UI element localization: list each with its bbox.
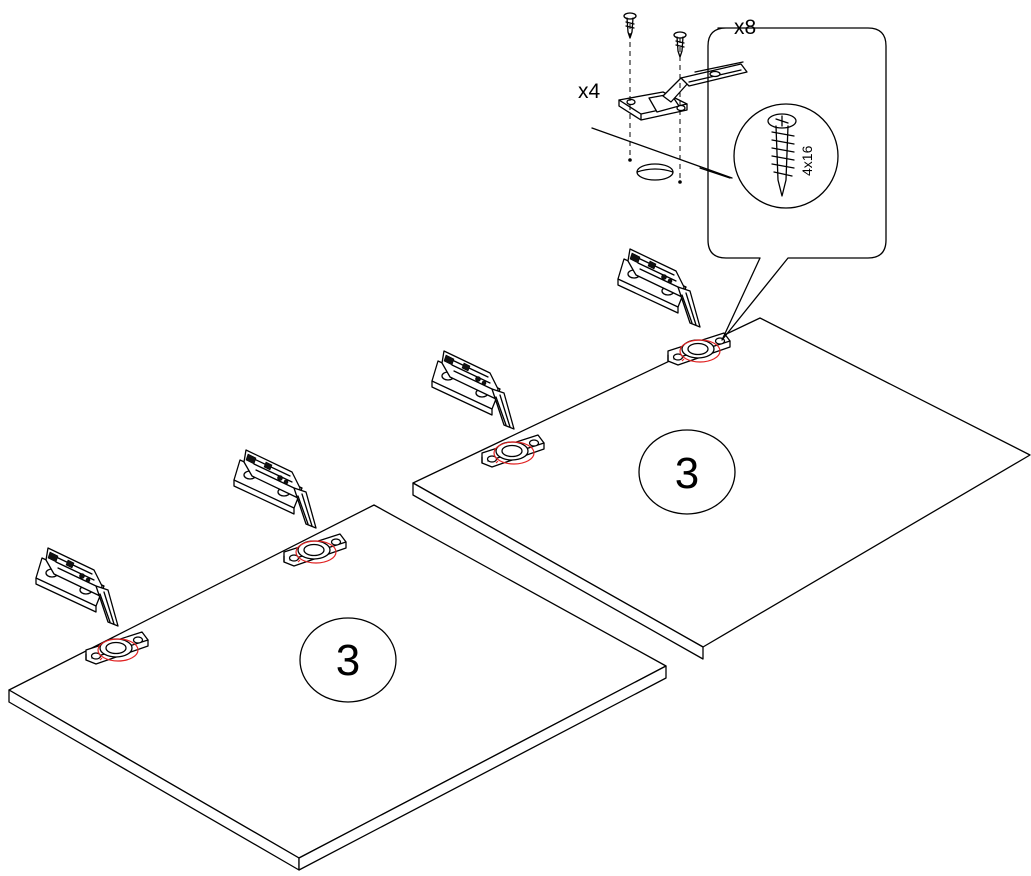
panel-label-right: 3 xyxy=(638,429,736,515)
hinge-left-1 xyxy=(35,547,149,665)
svg-text:3: 3 xyxy=(336,636,360,685)
screw-size-label: 4x16 xyxy=(799,145,815,176)
svg-text:3: 3 xyxy=(675,449,699,498)
screw-callout-box xyxy=(699,27,887,341)
exploded-hinge-detail xyxy=(591,12,748,184)
panel-label-left: 3 xyxy=(299,617,397,703)
screw-icon xyxy=(733,103,839,209)
hinge-right-2 xyxy=(617,248,731,366)
screw-quantity-label: x8 xyxy=(734,16,756,39)
hinge-quantity-label: x4 xyxy=(578,80,601,103)
